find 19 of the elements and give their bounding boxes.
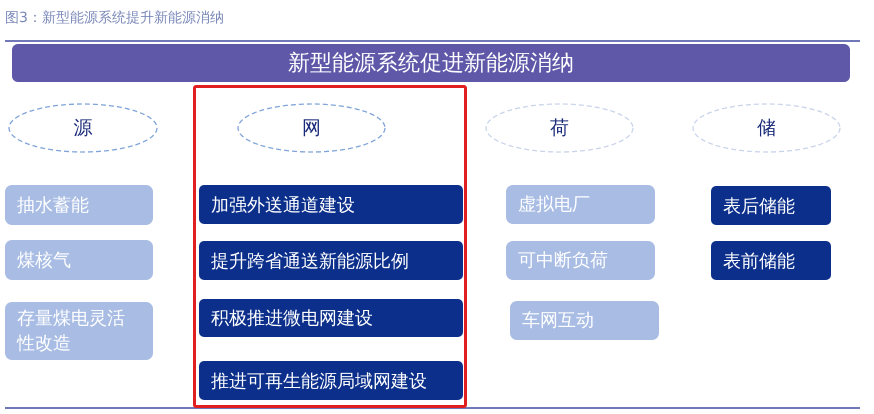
category-box: 车网互动 <box>510 301 659 340</box>
category-box: 表后储能 <box>711 186 831 225</box>
category-box: 积极推进微电网建设 <box>199 299 463 337</box>
category-box: 表前储能 <box>711 241 831 280</box>
category-box: 存量煤电灵活性改造 <box>5 302 153 360</box>
category-box: 推进可再生能源局域网建设 <box>199 361 463 400</box>
category-box: 加强外送通道建设 <box>199 185 463 224</box>
figure-title: 图3：新型能源系统提升新能源消纳 <box>5 9 224 27</box>
title-banner: 新型能源系统促进新能源消纳 <box>12 44 850 82</box>
category-box: 可中断负荷 <box>506 241 655 280</box>
category-box: 煤核气 <box>5 240 153 280</box>
category-box: 抽水蓄能 <box>5 185 153 225</box>
dashed-ellipse: 源 <box>8 103 158 153</box>
category-box: 虚拟电厂 <box>506 185 655 224</box>
dashed-ellipse: 荷 <box>485 103 634 153</box>
highlight-frame <box>193 85 467 408</box>
dashed-ellipse: 储 <box>692 103 841 153</box>
category-box: 提升跨省通送新能源比例 <box>199 241 463 280</box>
dashed-ellipse: 网 <box>237 103 386 153</box>
